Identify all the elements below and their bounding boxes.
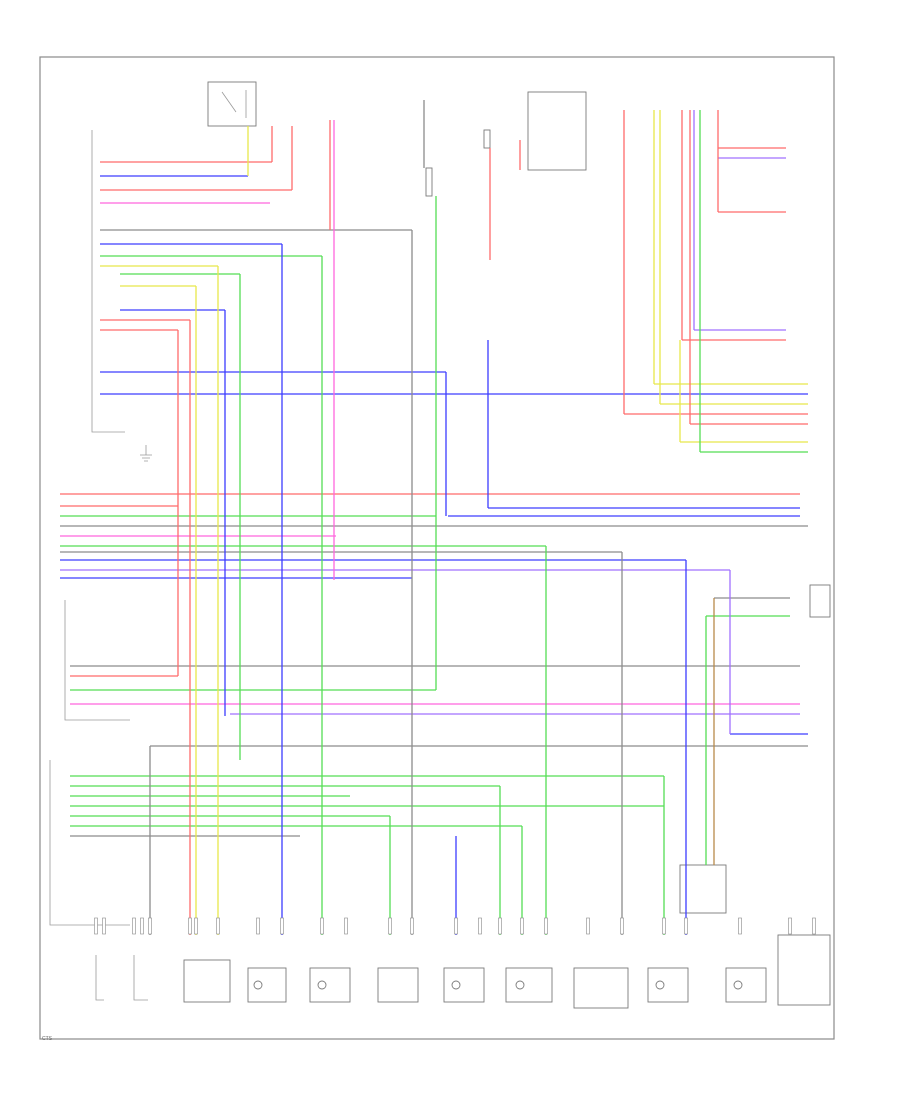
- component-7: [573, 967, 629, 1009]
- component-8-symbol: [655, 980, 665, 990]
- connector-pin: [620, 917, 624, 935]
- fuse-2: [483, 129, 491, 149]
- connector-pin: [194, 917, 198, 935]
- connector-pin: [662, 917, 666, 935]
- component-1: [183, 959, 231, 1003]
- connector-pin: [410, 917, 414, 935]
- fuse-block: [527, 91, 587, 171]
- component-2-symbol: [253, 980, 263, 990]
- connector-pin: [280, 917, 284, 935]
- connector-pin: [140, 917, 144, 935]
- connector-pin: [344, 917, 348, 935]
- connector-pin: [188, 917, 192, 935]
- component-9: [725, 967, 767, 1003]
- connector-pin: [544, 917, 548, 935]
- component-9-symbol: [733, 980, 743, 990]
- footer-code: CTS: [42, 1036, 52, 1042]
- diagram-frame: [39, 56, 835, 1040]
- sensor-connector-right: [809, 584, 831, 618]
- component-6: [505, 967, 553, 1003]
- connector-pin: [586, 917, 590, 935]
- module-outline-3: [49, 760, 130, 926]
- brake-switch: [777, 934, 831, 1006]
- sensor-left-1: [95, 955, 104, 1001]
- lower-wires: [70, 665, 808, 837]
- connector-pin: [94, 917, 98, 935]
- middle-wires: [60, 493, 808, 579]
- connector-pin: [738, 917, 742, 935]
- connector-pin: [102, 917, 106, 935]
- component-3: [309, 967, 351, 1003]
- connector-pin: [520, 917, 524, 935]
- component-3-symbol: [317, 980, 327, 990]
- component-8: [647, 967, 689, 1003]
- ignition-module: [679, 864, 727, 914]
- connector-pin: [216, 917, 220, 935]
- connector-pin: [498, 917, 502, 935]
- component-5-symbol: [451, 980, 461, 990]
- connector-pins: [94, 917, 816, 935]
- component-5: [443, 967, 485, 1003]
- ground-symbol: [140, 445, 152, 462]
- connector-pin: [132, 917, 136, 935]
- connector-pin: [148, 917, 152, 935]
- component-6-symbol: [515, 980, 525, 990]
- bottom-components: [95, 955, 767, 1009]
- ecm-upper-wires: [100, 161, 808, 395]
- module-outline-2: [64, 600, 130, 721]
- connector-pin: [256, 917, 260, 935]
- connector-pin: [478, 917, 482, 935]
- relay-switch: [221, 90, 247, 118]
- connector-pin: [454, 917, 458, 935]
- component-4: [377, 967, 419, 1003]
- connector-pin: [788, 917, 792, 935]
- ecm-outline: [91, 130, 125, 433]
- sensor-left-2: [133, 955, 148, 1001]
- connector-pin: [684, 917, 688, 935]
- main-relay: [207, 81, 257, 127]
- connector-pin: [812, 917, 816, 935]
- vertical-wires: [149, 100, 731, 935]
- fuse-1: [425, 167, 433, 197]
- connector-pin: [388, 917, 392, 935]
- connector-pin: [320, 917, 324, 935]
